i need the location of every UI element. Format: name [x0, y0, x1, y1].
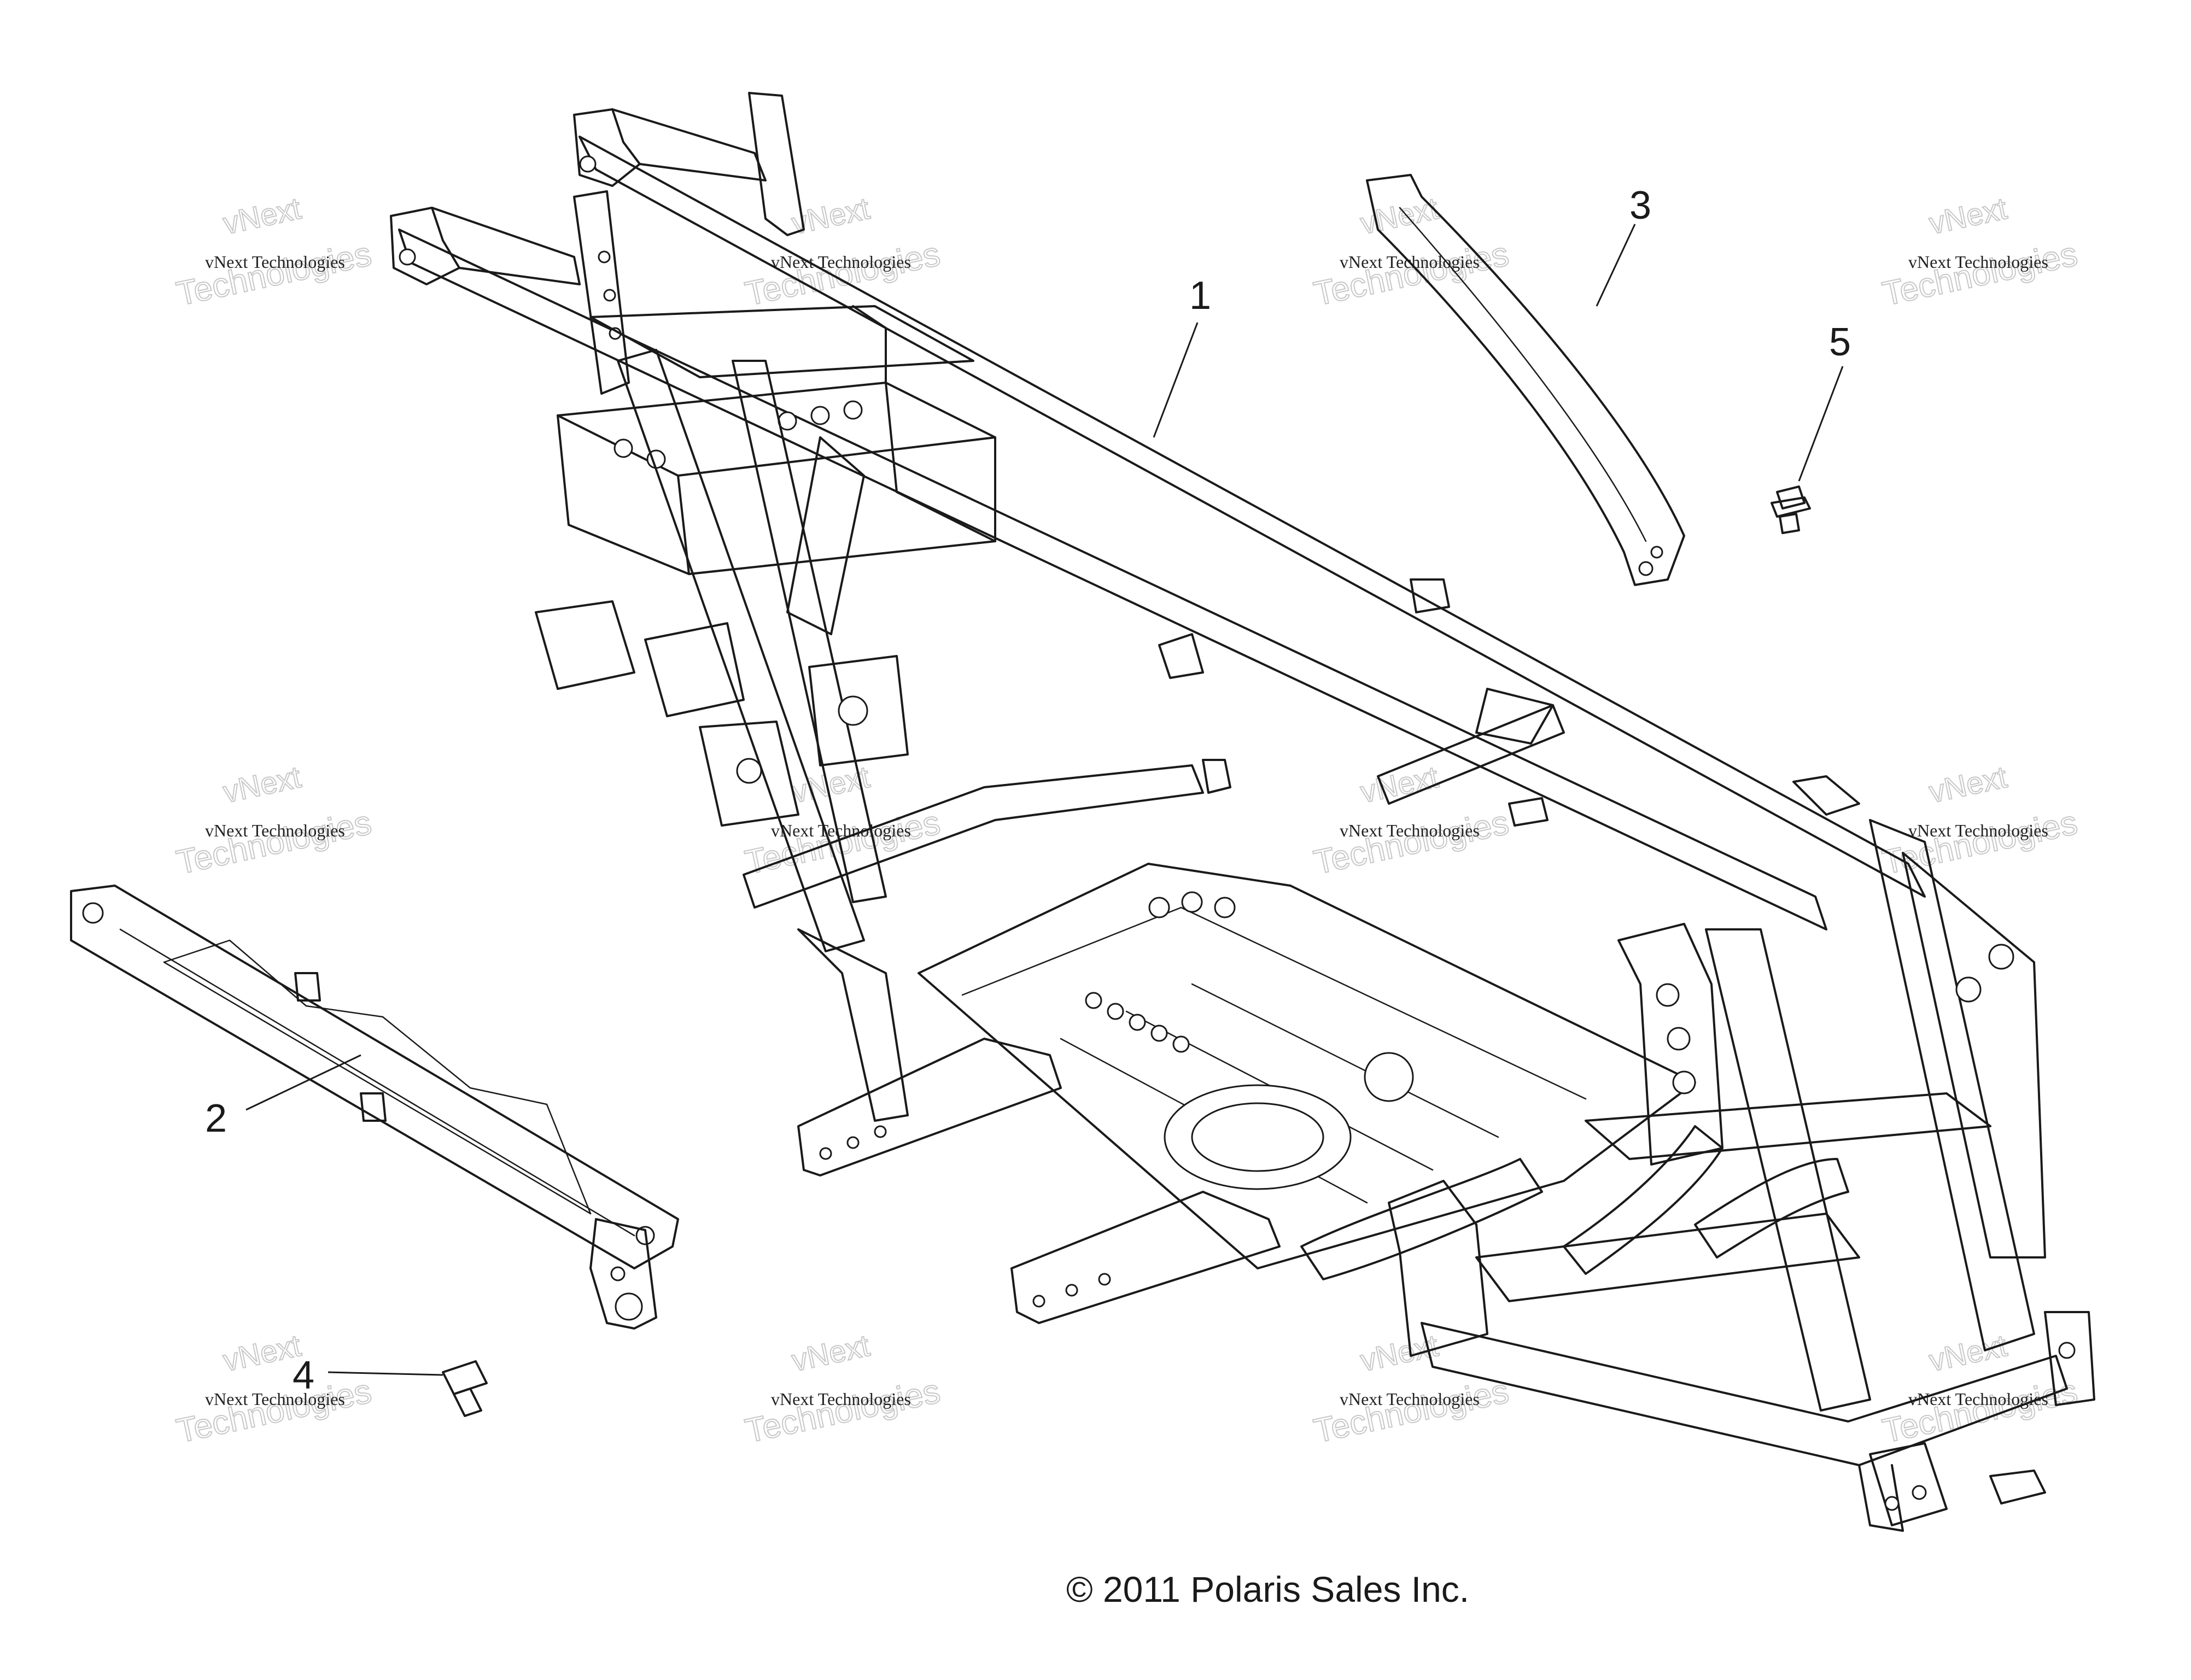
watermark-small-text: vNext Technologies [771, 252, 911, 272]
watermark-line-big-text: Technologies [1311, 1372, 1512, 1450]
bolt-part-4 [442, 1360, 488, 1417]
watermark-line-top-text: vNext [1926, 191, 2010, 241]
watermark-line-big-text: Technologies [173, 1372, 375, 1450]
watermark-small-text: vNext Technologies [1340, 1389, 1480, 1409]
watermark-small-text: vNext Technologies [1908, 821, 2048, 840]
callout-leaders [246, 224, 1844, 1376]
callout-2: 2 [205, 1097, 227, 1140]
watermark-small-text: vNext Technologies [1908, 252, 2048, 272]
watermark-small-text: vNext Technologies [205, 1389, 345, 1409]
watermark: vNext Technologies [1879, 759, 2081, 882]
watermark-small-text: vNext Technologies [771, 1389, 911, 1409]
leader-line-3 [1596, 224, 1636, 307]
callout-1: 1 [1189, 274, 1211, 318]
watermark-line-top-text: vNext [220, 759, 304, 809]
copyright-text: © 2011 Polaris Sales Inc. [1066, 1569, 1469, 1609]
watermark-small-text: vNext Technologies [205, 821, 345, 840]
watermark: vNext Technologies [173, 759, 375, 882]
watermark-line-big-text: Technologies [742, 235, 943, 313]
callout-5: 5 [1829, 320, 1851, 364]
watermark: vNext Technologies [173, 190, 375, 314]
callout-4: 4 [293, 1354, 314, 1397]
watermark-line-big-text: Technologies [1311, 804, 1512, 882]
watermark-line-big-text: Technologies [1879, 804, 2081, 882]
watermark: vNext Technologies [1879, 190, 2081, 314]
watermark-line-top-text: vNext [1926, 1328, 2010, 1378]
leader-line-4 [328, 1371, 443, 1376]
watermark-line-big-text: Technologies [173, 804, 375, 882]
watermark-top-text: vNext [220, 191, 304, 241]
watermark-small-text: vNext Technologies [1340, 821, 1480, 840]
watermark-line-big-text: Technologies [742, 1372, 943, 1450]
watermark: vNext Technologies [741, 1327, 944, 1451]
curved-brace-part-3 [1366, 174, 1685, 586]
watermark: vNext Technologies [173, 1327, 375, 1451]
callout-labels: 1 2 3 4 5 [205, 184, 1851, 1397]
leader-line-1 [1153, 322, 1199, 438]
side-rail-part-2 [70, 885, 679, 1330]
watermark-line-big-text: Technologies [742, 804, 943, 882]
watermark-line-top-text: vNext [788, 1328, 873, 1378]
leader-line-2 [246, 1054, 361, 1111]
watermark-line-big-text: Technologies [1311, 235, 1512, 313]
watermark-small-text: vNext Technologies [1908, 1389, 2048, 1409]
callout-3: 3 [1629, 184, 1651, 227]
watermark-big-text: Technologies [173, 235, 375, 313]
leader-line-5 [1798, 366, 1844, 482]
watermark-small-text: vNext Technologies [205, 252, 345, 272]
main-frame-part-1 [390, 92, 2095, 1532]
watermark-small-text: vNext Technologies [771, 821, 911, 840]
watermark-line-big-text: Technologies [1879, 1372, 2081, 1450]
watermark-line-big-text: Technologies [1879, 235, 2081, 313]
watermark-line-top-text: vNext [220, 1328, 304, 1378]
bolt-part-5 [1771, 485, 1811, 534]
watermark-group: vNext Technologies vNext Technologies vN… [173, 190, 2081, 1451]
watermark: vNext Technologies [1310, 190, 1512, 314]
watermark-line-top-text: vNext [1926, 759, 2010, 809]
